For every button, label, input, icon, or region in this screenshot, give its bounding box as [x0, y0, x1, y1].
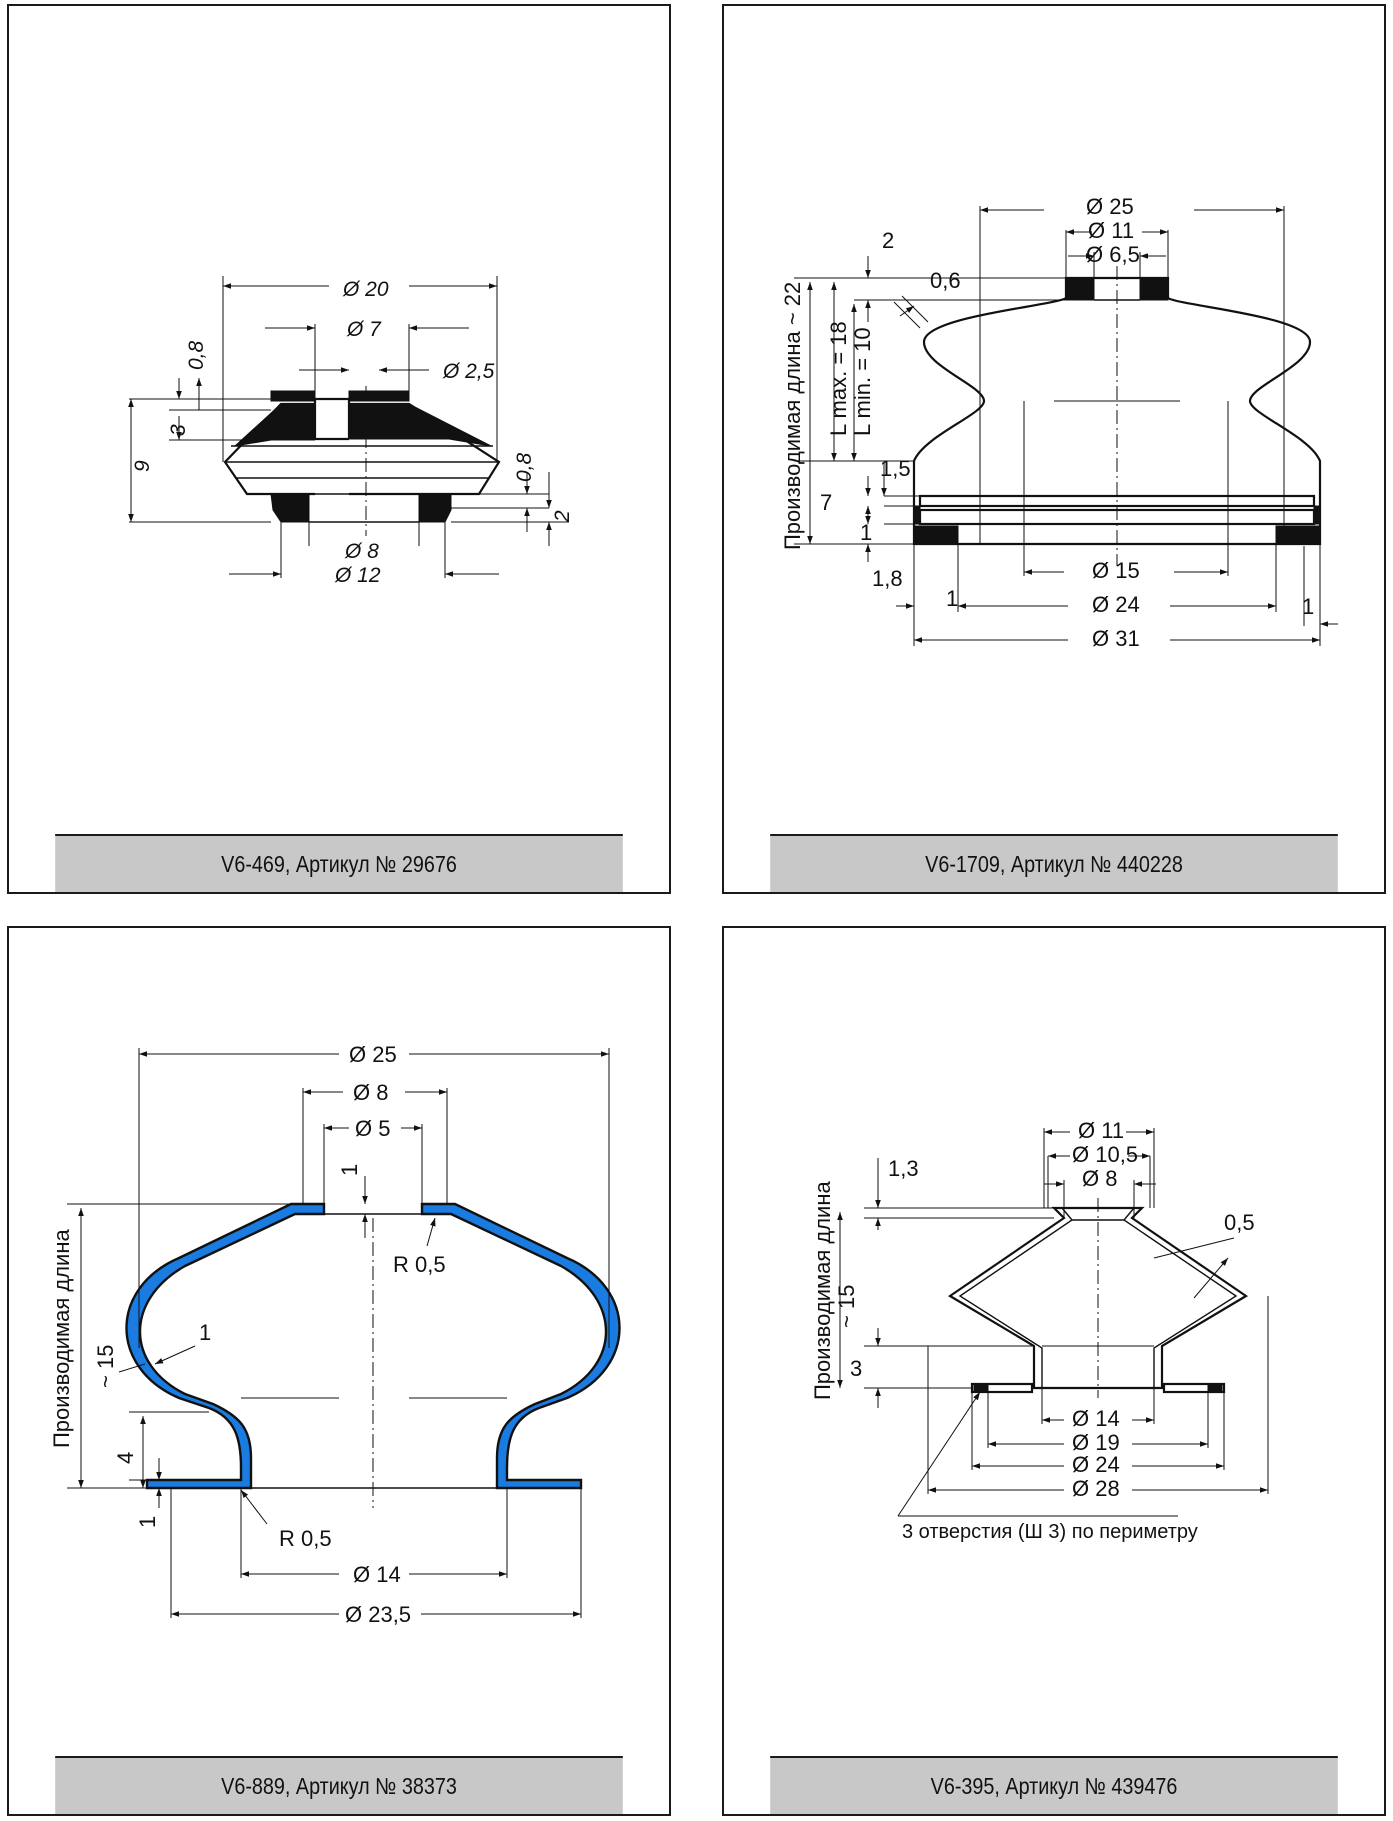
part-profile — [223, 386, 501, 536]
label-d10-5: Ø 10,5 — [1072, 1142, 1138, 1167]
label-d28: Ø 28 — [1072, 1476, 1120, 1501]
dimensions — [128, 276, 569, 578]
label-d23-5: Ø 23,5 — [345, 1602, 411, 1627]
part-profile — [125, 1202, 621, 1508]
label-production-length: Производимая длина ~ 22 — [780, 282, 805, 550]
label-d25: Ø 25 — [349, 1042, 397, 1067]
label-1-3: 1,3 — [888, 1156, 919, 1181]
label-height-9: 9 — [131, 460, 154, 472]
caption-v6-469: V6-469, Артикул № 29676 — [55, 834, 623, 892]
label-production-length: Производимая длина — [810, 1181, 835, 1400]
label-r0-5-top: R 0,5 — [393, 1252, 446, 1277]
label-2: 2 — [882, 228, 894, 253]
panel-v6-1709: Ø 25 Ø 11 Ø 6,5 2 0,6 Производимая длина… — [722, 4, 1386, 894]
label-d25: Ø 25 — [1086, 194, 1134, 219]
label-r0-5-bottom: R 0,5 — [279, 1526, 332, 1551]
label-side-1-right: 1 — [1302, 594, 1314, 619]
drawing-v6-1709: Ø 25 Ø 11 Ø 6,5 2 0,6 Производимая длина… — [780, 194, 1338, 651]
label-d11: Ø 11 — [1078, 1118, 1124, 1143]
label-l-max: L max. = 18 — [826, 321, 851, 436]
label-d11: Ø 11 — [1088, 218, 1134, 243]
drawing-v6-469: Ø 20 Ø 7 Ø 2,5 0,8 3 9 0,8 2 Ø 8 Ø 12 — [128, 276, 574, 587]
label-thickness-0-8-bottom: 0,8 — [513, 452, 536, 482]
label-d5: Ø 5 — [355, 1116, 390, 1141]
dimensions — [67, 1048, 610, 1618]
dimensions — [794, 206, 1338, 646]
label-approx-15: ~ 15 — [93, 1345, 118, 1388]
label-wall-1: 1 — [199, 1320, 211, 1345]
label-d20: Ø 20 — [342, 278, 389, 301]
caption-v6-1709: V6-1709, Артикул № 440228 — [770, 834, 1338, 892]
label-4: 4 — [113, 1452, 138, 1464]
label-d14: Ø 14 — [1072, 1406, 1120, 1431]
label-thickness-0-8-top: 0,8 — [185, 340, 208, 370]
label-d14: Ø 14 — [353, 1562, 401, 1587]
caption-v6-395: V6-395, Артикул № 439476 — [770, 1756, 1338, 1814]
part-profile — [912, 266, 1322, 566]
panel-v6-889: Ø 25 Ø 8 Ø 5 1 R 0,5 Производимая длина … — [7, 926, 671, 1816]
label-1-8: 1,8 — [872, 566, 903, 591]
label-d24: Ø 24 — [1072, 1452, 1120, 1477]
label-1: 1 — [860, 520, 872, 545]
label-d31: Ø 31 — [1092, 626, 1140, 651]
label-0-5: 0,5 — [1224, 1210, 1255, 1235]
dimension-labels: Ø 25 Ø 8 Ø 5 1 R 0,5 Производимая длина … — [49, 1042, 446, 1627]
label-side-1-left: 1 — [946, 586, 958, 611]
label-0-6: 0,6 — [930, 268, 961, 293]
panel-v6-469: Ø 20 Ø 7 Ø 2,5 0,8 3 9 0,8 2 Ø 8 Ø 12 V6… — [7, 4, 671, 894]
dimension-labels: Ø 20 Ø 7 Ø 2,5 0,8 3 9 0,8 2 Ø 8 Ø 12 — [131, 278, 574, 587]
label-approx-15: ~ 15 — [834, 1285, 859, 1328]
label-d24: Ø 24 — [1092, 592, 1140, 617]
label-d2-5: Ø 2,5 — [442, 360, 495, 383]
caption-v6-889: V6-889, Артикул № 38373 — [55, 1756, 623, 1814]
label-d8: Ø 8 — [353, 1080, 388, 1105]
drawing-v6-889: Ø 25 Ø 8 Ø 5 1 R 0,5 Производимая длина … — [49, 1042, 621, 1627]
label-7: 7 — [820, 490, 832, 515]
label-d8: Ø 8 — [1082, 1166, 1117, 1191]
dimension-labels: Ø 11 Ø 10,5 Ø 8 1,3 0,5 Производимая дли… — [810, 1118, 1255, 1543]
label-top-1: 1 — [337, 1164, 362, 1176]
drawing-v6-395: Ø 11 Ø 10,5 Ø 8 1,3 0,5 Производимая дли… — [810, 1118, 1269, 1543]
panel-v6-395: Ø 11 Ø 10,5 Ø 8 1,3 0,5 Производимая дли… — [722, 926, 1386, 1816]
label-d12: Ø 12 — [334, 564, 381, 587]
label-production-length: Производимая длина — [49, 1229, 74, 1448]
part-profile — [947, 1198, 1249, 1398]
label-height-2: 2 — [551, 510, 574, 523]
label-d6-5: Ø 6,5 — [1086, 242, 1140, 267]
label-d7: Ø 7 — [346, 318, 382, 341]
label-3: 3 — [850, 1356, 862, 1381]
label-d15: Ø 15 — [1092, 558, 1140, 583]
label-holes-note: 3 отверстия (Ш 3) по периметру — [902, 1521, 1198, 1543]
dimension-labels: Ø 25 Ø 11 Ø 6,5 2 0,6 Производимая длина… — [780, 194, 1314, 651]
label-d8: Ø 8 — [344, 540, 379, 563]
label-d19: Ø 19 — [1072, 1430, 1120, 1455]
dimensions — [837, 1128, 1269, 1517]
label-bottom-1: 1 — [135, 1516, 160, 1528]
label-1-5: 1,5 — [880, 456, 911, 481]
label-l-min: L min. = 10 — [850, 327, 875, 436]
label-height-3: 3 — [167, 424, 190, 436]
